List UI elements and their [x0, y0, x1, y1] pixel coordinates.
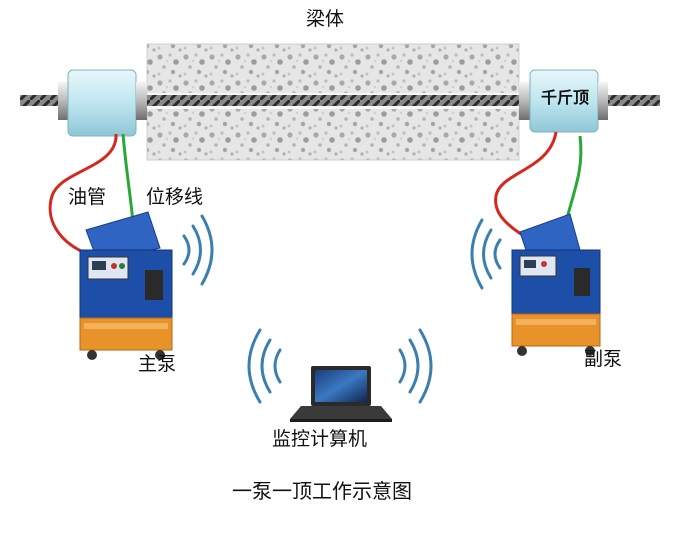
- oil-hose-label: 油管: [68, 186, 107, 208]
- aux-pump-icon: [511, 213, 601, 356]
- main-oil-hose: [48, 133, 118, 260]
- beam-label: 梁体: [306, 8, 345, 30]
- aux-pump-wireless-signal-icon: [470, 218, 502, 290]
- aux-pump-label: 副泵: [584, 348, 623, 370]
- laptop-left-wireless-signal-icon: [247, 328, 282, 404]
- displacement-wire-label: 位移线: [146, 186, 204, 208]
- main-jack-icon: [58, 69, 147, 137]
- aux-displacement-wire: [564, 135, 583, 223]
- laptop-right-wireless-signal-icon: [398, 328, 433, 404]
- jack-label: 千斤顶: [540, 88, 589, 107]
- main-pump-wireless-signal-icon: [182, 214, 214, 286]
- diagram-title: 一泵一顶工作示意图: [232, 479, 412, 503]
- main-pump-label: 主泵: [138, 353, 177, 375]
- aux-jack-icon: [519, 69, 608, 133]
- strand-rod: [20, 95, 660, 106]
- aux-oil-hose: [494, 131, 558, 248]
- main-pump-icon: [79, 211, 173, 360]
- monitor-computer-label: 监控计算机: [272, 428, 368, 450]
- laptop-icon: [290, 366, 392, 422]
